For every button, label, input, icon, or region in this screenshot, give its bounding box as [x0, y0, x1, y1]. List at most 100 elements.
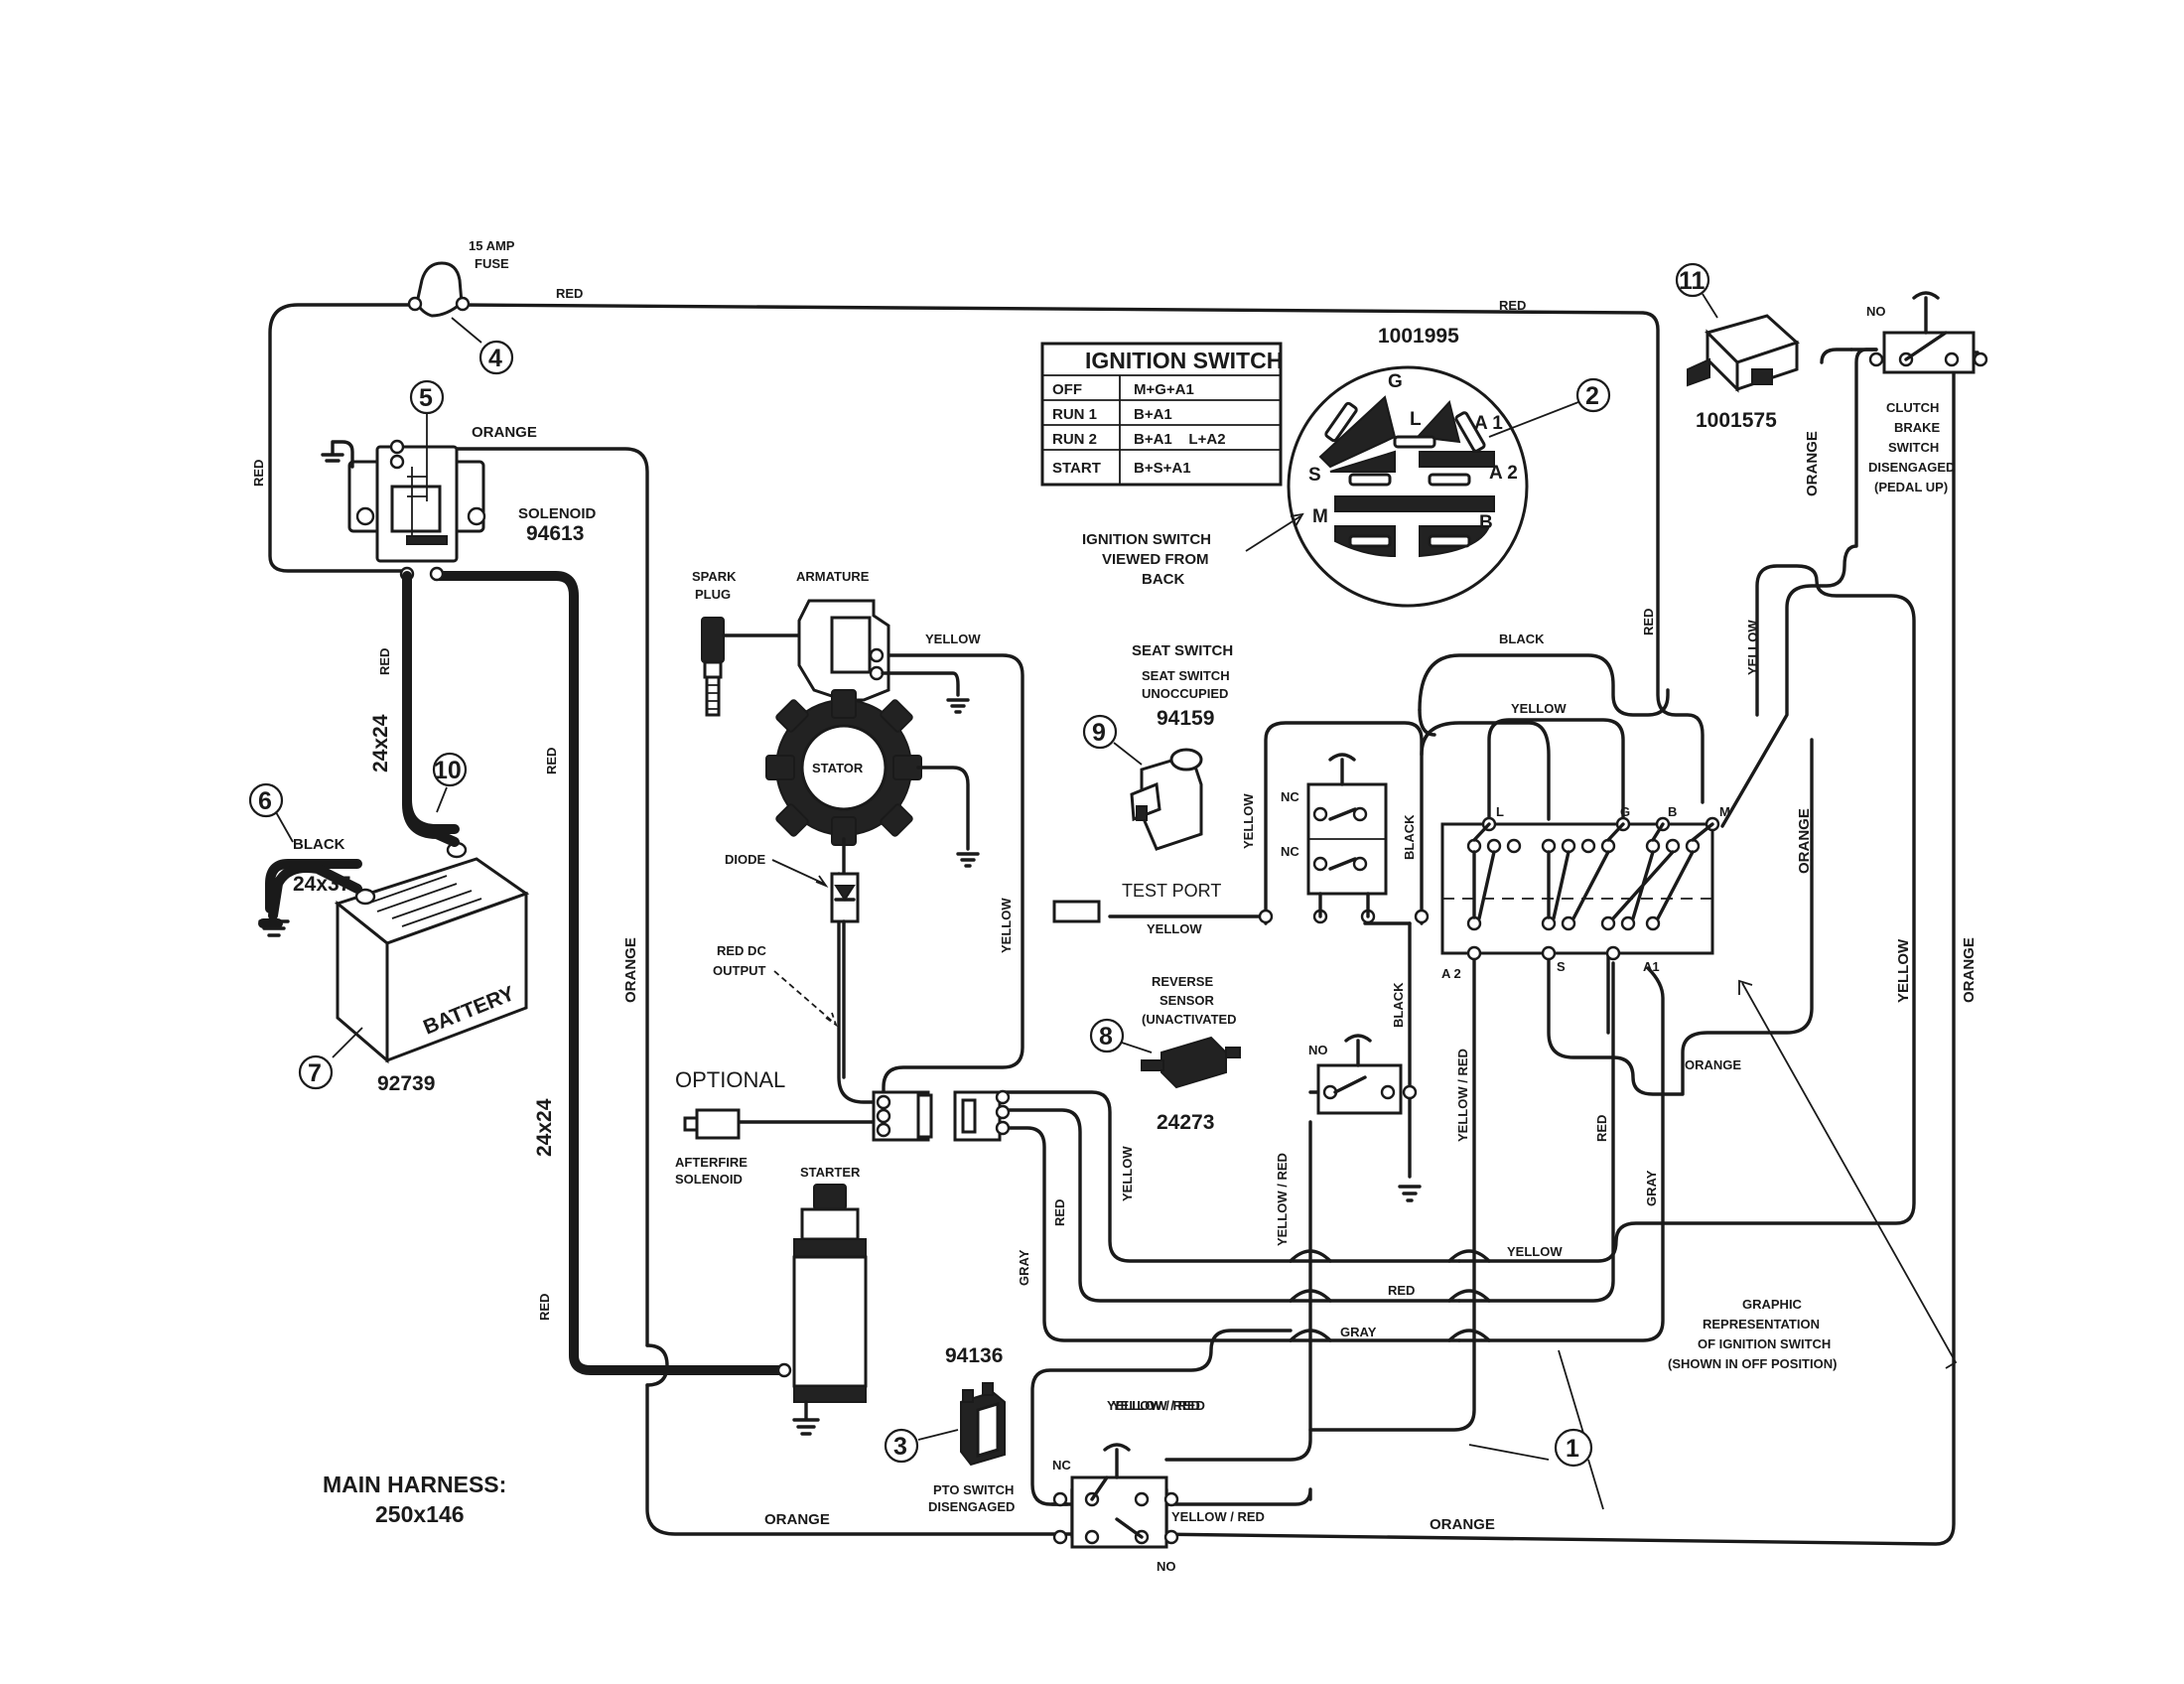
reverse-callout: 8: [1099, 1023, 1113, 1051]
reverse-label-3: (UNACTIVATED: [1142, 1012, 1237, 1027]
solenoid-label: SOLENOID: [518, 505, 597, 522]
pto-callout: 3: [893, 1433, 907, 1461]
seat-nc-2: NC: [1281, 844, 1299, 859]
wire-label-gray-graphic: GRAY: [1644, 1170, 1659, 1206]
ground-cable-color: BLACK: [293, 836, 345, 853]
starter-body: [792, 1255, 868, 1388]
clutch-label-1: CLUTCH: [1886, 400, 1939, 415]
table-row-2-circuit: B+A1 L+A2: [1134, 431, 1226, 448]
ignition-terminal-g: G: [1388, 371, 1403, 392]
wire-label-red-left: RED: [251, 460, 266, 487]
positive-cable-color: RED: [377, 648, 392, 675]
diode-label: DIODE: [725, 852, 766, 867]
pto-nc: NC: [1052, 1458, 1071, 1473]
optional-label: OPTIONAL: [675, 1067, 785, 1092]
clutch-label-5: (PEDAL UP): [1874, 480, 1948, 494]
ignition-terminal-a1: A 1: [1474, 413, 1503, 434]
wire-label-black-seat: BLACK: [1402, 814, 1417, 860]
table-row-3-circuit: B+S+A1: [1134, 460, 1191, 477]
seat-switch-part-number: 94159: [1157, 707, 1214, 730]
wire-label-yellow-right: YELLOW: [1745, 620, 1760, 675]
wire-yellow-harness: [1003, 1090, 1293, 1263]
ignition-caption-1: GRAPHIC: [1742, 1297, 1803, 1312]
solenoid-part-number: 94613: [526, 522, 584, 545]
ignition-view-label-1: IGNITION SWITCH: [1082, 531, 1211, 548]
wire-label-orange-bottom-left: ORANGE: [764, 1511, 830, 1528]
reverse-sensor: REVERSE SENSOR (UNACTIVATED 8 24273 NO B…: [1089, 974, 1470, 1246]
pto-switch: 94136 3 PTO SWITCH DISENGAGED NC NO YELL…: [764, 1344, 1495, 1574]
graphic-terminal-g: G: [1620, 804, 1630, 819]
harness: 1 MAIN HARNESS: 250x146: [323, 1349, 1604, 1527]
wire-label-red-top-right: RED: [1499, 298, 1526, 313]
harness-callout: 1: [1566, 1435, 1579, 1463]
fuse-label-2: FUSE: [475, 256, 509, 271]
ignition-caption-4: (SHOWN IN OFF POSITION): [1668, 1356, 1837, 1371]
wire-label-yellow-bottom: YELLOW: [1507, 1244, 1563, 1259]
test-port-plug: [1052, 900, 1101, 923]
table-row-0-circuit: M+G+A1: [1134, 381, 1194, 398]
dc-output-label-2: OUTPUT: [713, 963, 766, 978]
wire-label-red-right: RED: [1641, 609, 1656, 635]
wire-label-yellow-right-2: YELLOW: [1895, 938, 1912, 1003]
reverse-switch-label: NO: [1308, 1043, 1328, 1057]
clutch-brake-switch: NO CLUTCH BRAKE SWITCH DISENGAGED (PEDAL…: [1641, 291, 1988, 1003]
wire-label-gray-connector: GRAY: [1017, 1249, 1031, 1286]
graphic-terminal-a2: A 2: [1441, 966, 1461, 981]
wire-label-red-top-left: RED: [556, 286, 583, 301]
wire-red-top: [268, 303, 419, 573]
seat-switch-title: SEAT SWITCH: [1132, 642, 1233, 659]
stator: STATOR: [765, 689, 922, 846]
afterfire-label-2: SOLENOID: [675, 1172, 743, 1187]
wire-yellow-stator: [882, 653, 1024, 1104]
wire-yellow-red-1: [1164, 1120, 1312, 1462]
wire-label-yellow-connector: YELLOW: [1120, 1146, 1135, 1201]
clutch-label-2: BRAKE: [1894, 420, 1941, 435]
wire-label-red-connector: RED: [1052, 1199, 1067, 1226]
ignition-view-label-2: VIEWED FROM: [1102, 551, 1209, 568]
spark-plug-label-1: SPARK: [692, 569, 737, 584]
pto-switch-box: [1070, 1475, 1168, 1549]
wire-black-top: [1418, 653, 1670, 717]
ignition-terminal-m: M: [1312, 506, 1328, 527]
table-row-3-position: START: [1052, 460, 1101, 477]
wire-label-red-bottom: RED: [1388, 1283, 1415, 1298]
solenoid: 5 SOLENOID 94613 ORANGE: [321, 379, 597, 582]
clutch-label-4: DISENGAGED: [1868, 460, 1955, 475]
ignition-graphic: L G B M A 2 S A1 ORANGE RED GRAY YELLOW …: [1112, 804, 1958, 1413]
wire-label-orange-left: ORANGE: [622, 937, 639, 1003]
pto-part-number: 94136: [945, 1344, 1003, 1367]
ignition-switch: 1001995 G L A 1 A 2 S M B 2 IGNITION SWI…: [1082, 325, 1611, 608]
engine: SPARK PLUG ARMATURE YELLOW STATOR: [692, 569, 1014, 1079]
ignition-callout: 2: [1585, 382, 1599, 410]
armature-label: ARMATURE: [796, 569, 870, 584]
graphic-terminal-m: M: [1719, 804, 1730, 819]
wire-label-orange-right-1: ORANGE: [1796, 808, 1813, 874]
wire-label-yellow-red-bottom: YELLOW / RED: [1112, 1398, 1205, 1413]
ignition-terminal-a2: A 2: [1489, 463, 1518, 484]
fuse-body: [415, 261, 464, 318]
wire-label-yellow-red-1: YELLOW / RED: [1275, 1153, 1290, 1246]
wire-label-yellow-test-port: YELLOW: [1147, 921, 1202, 936]
wire-label-yellow-stator: YELLOW: [999, 898, 1014, 953]
wire-label-orange-bottom-right: ORANGE: [1430, 1516, 1495, 1533]
pto-label-1: PTO SWITCH: [933, 1482, 1014, 1497]
ground-cable-size: 24x37: [293, 873, 350, 896]
solenoid-callout: 5: [419, 384, 433, 412]
table-row-2-position: RUN 2: [1052, 431, 1097, 448]
seat-switch-subtitle-1: SEAT SWITCH: [1142, 668, 1230, 683]
harness-title: MAIN HARNESS:: [323, 1472, 506, 1497]
pto-label-2: DISENGAGED: [928, 1499, 1015, 1514]
wire-label-gray-bottom: GRAY: [1340, 1325, 1377, 1339]
ignition-terminal-l: L: [1410, 409, 1422, 430]
wire-label-black-reverse: BLACK: [1391, 982, 1406, 1028]
wire-label-red-graphic: RED: [1594, 1115, 1609, 1142]
wire-label-yellow-seat: YELLOW: [1241, 793, 1256, 849]
ignition-caption-2: REPRESENTATION: [1703, 1317, 1820, 1332]
test-port: TEST PORT YELLOW: [1052, 881, 1221, 936]
battery-callout: 7: [308, 1059, 322, 1087]
starter-cable-color-lower: RED: [537, 1294, 552, 1321]
ignition-view-label-3: BACK: [1142, 571, 1184, 588]
reverse-label-1: REVERSE: [1152, 974, 1213, 989]
seat-switch: SEAT SWITCH SEAT SWITCH UNOCCUPIED 94159…: [1082, 632, 1567, 924]
